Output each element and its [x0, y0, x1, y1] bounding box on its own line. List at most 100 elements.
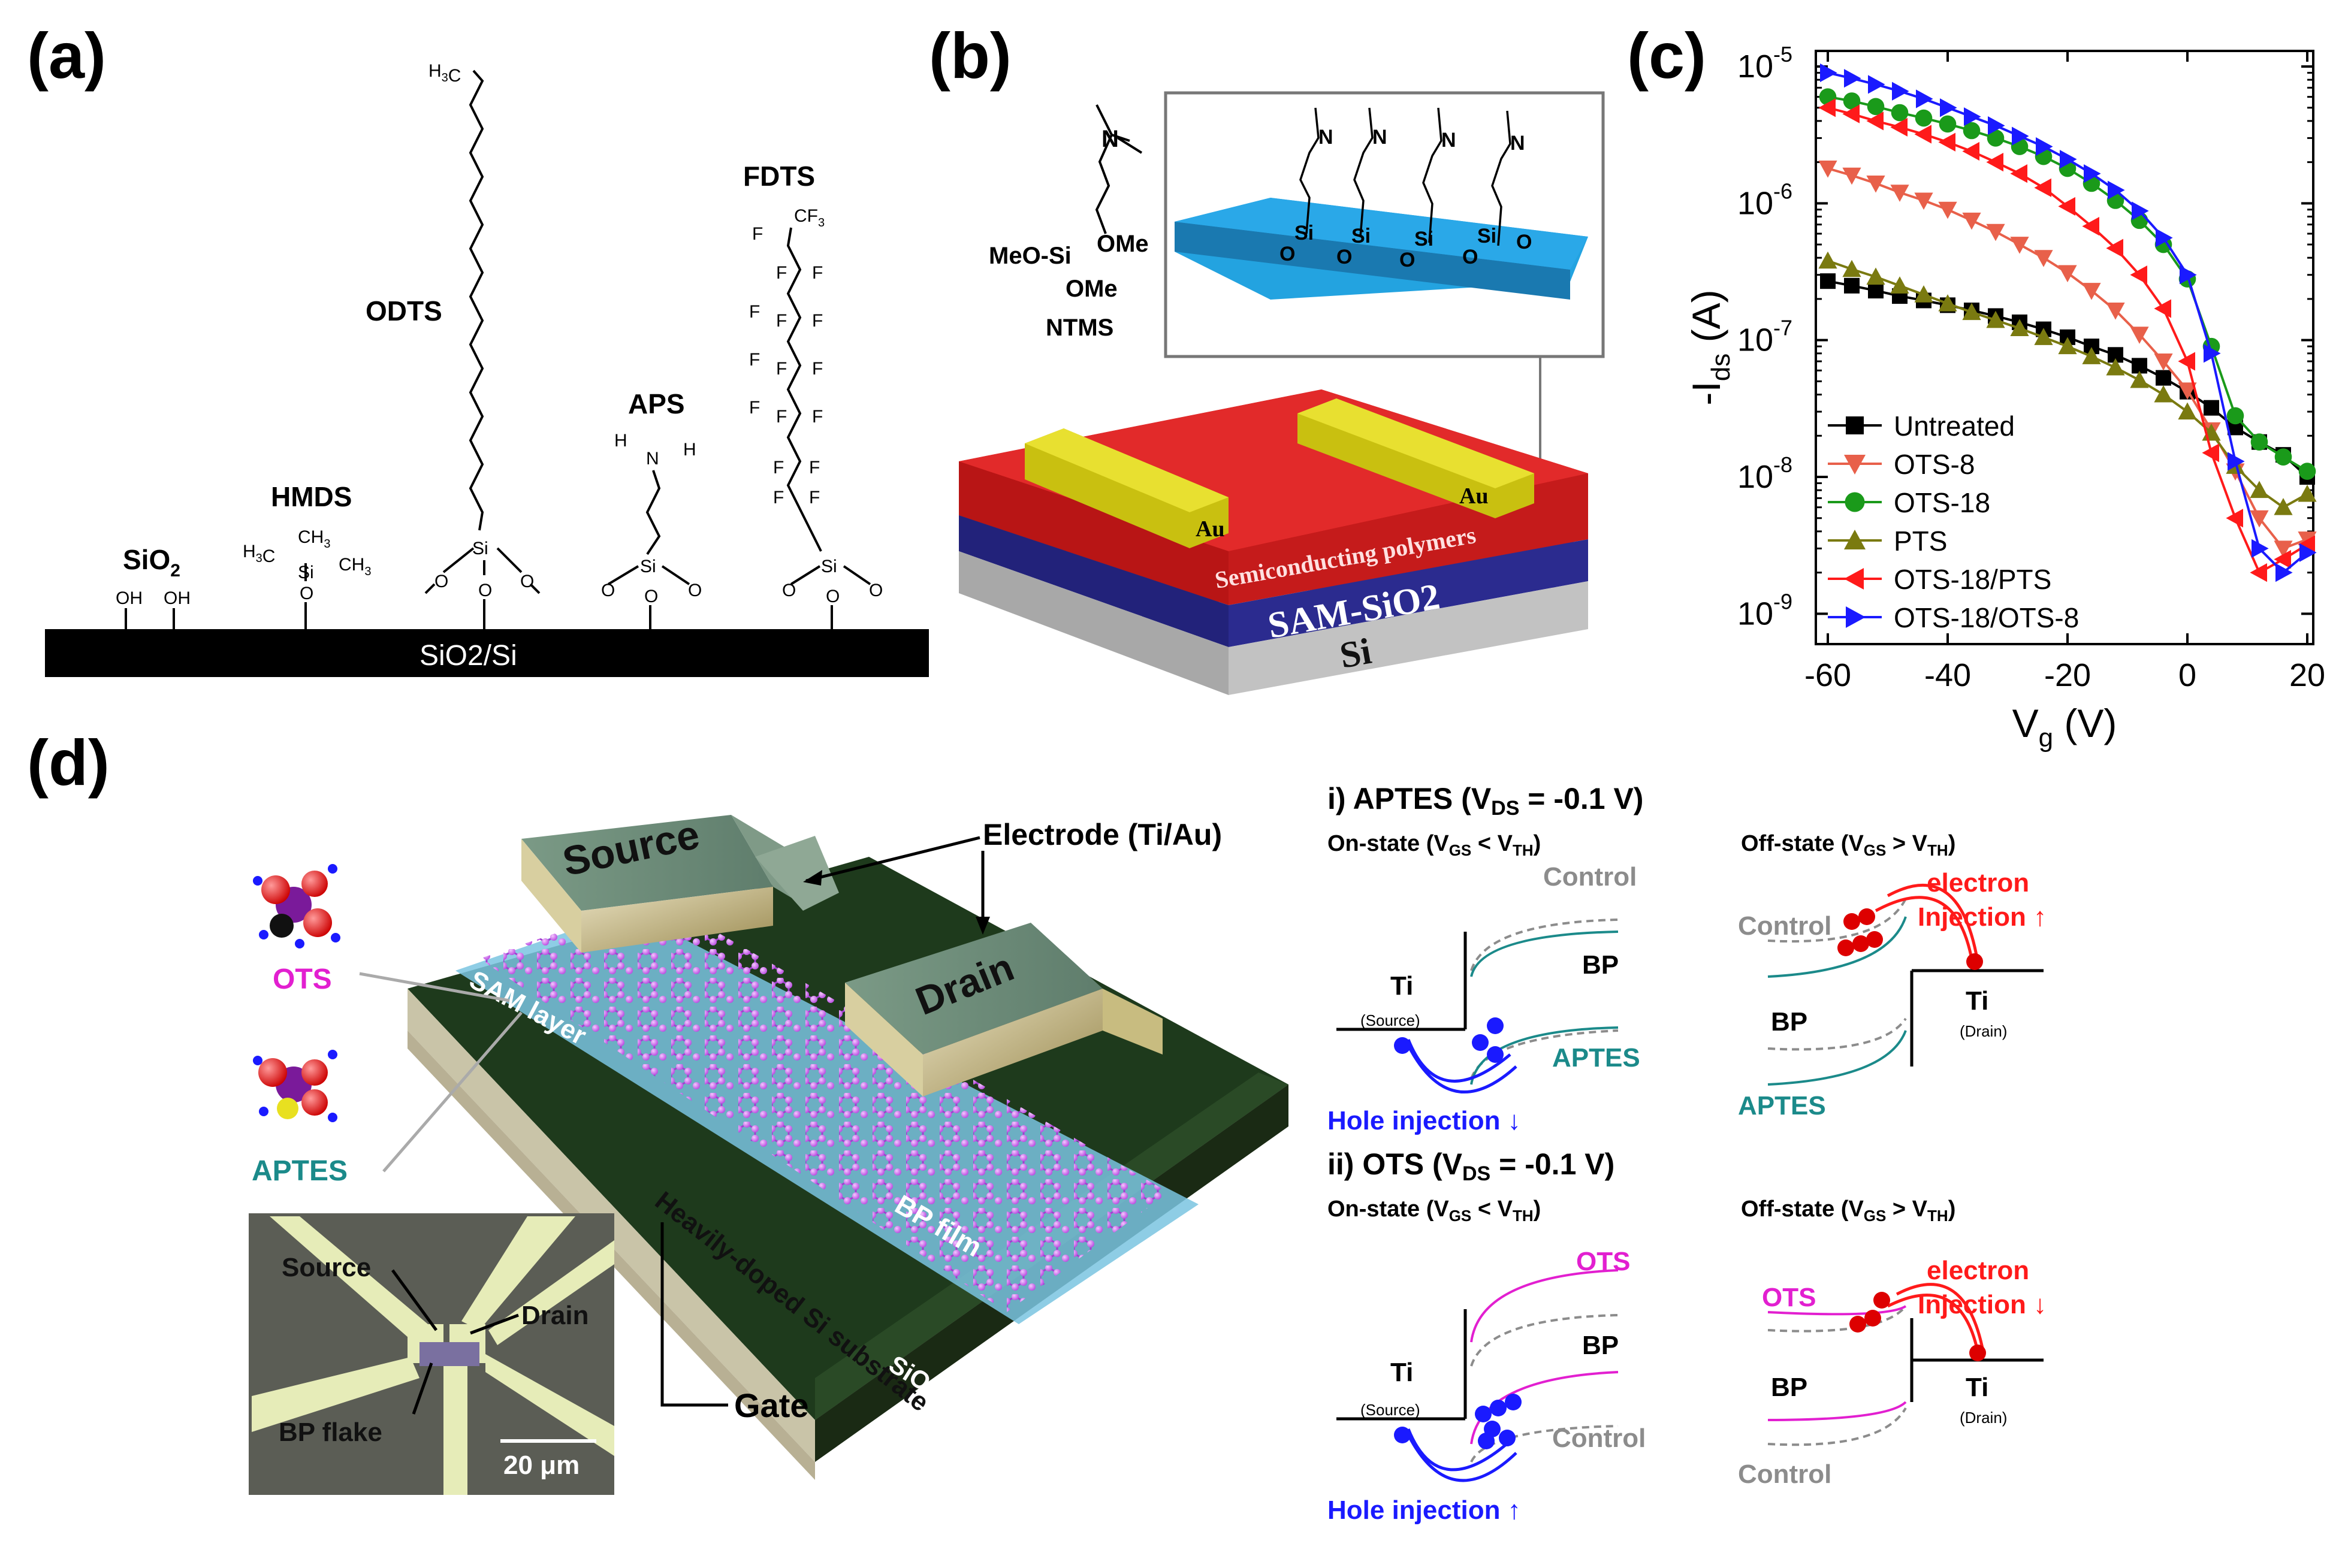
molecule-pointers	[359, 972, 523, 1173]
svg-text:Si: Si	[1414, 228, 1433, 250]
panel-b-label: (b)	[929, 19, 1012, 92]
bp-film	[479, 899, 1169, 1312]
svg-text:F: F	[812, 407, 823, 427]
data-point	[2154, 299, 2171, 318]
odts-o3: O	[520, 572, 534, 591]
svg-text:F: F	[749, 350, 760, 370]
data-point	[2250, 481, 2269, 499]
legend-label: Untreated	[1894, 410, 2015, 442]
band-i-on: On-state (VGS < VTH)	[1327, 831, 1541, 859]
data-point	[1844, 277, 1860, 294]
svg-text:F: F	[773, 488, 784, 507]
data-point	[2298, 484, 2317, 502]
data-point	[2130, 327, 2149, 344]
data-point	[2108, 180, 2125, 200]
data-point	[2202, 443, 2219, 463]
data-point	[1914, 192, 1933, 210]
fdts-bonds	[790, 565, 871, 629]
electrode-arrows	[805, 836, 985, 923]
svg-text:F: F	[776, 311, 787, 331]
data-point	[2106, 238, 2123, 258]
svg-text:OTS: OTS	[1576, 1247, 1630, 1276]
x-tick-label: -20	[2044, 657, 2091, 693]
data-point	[1914, 125, 1931, 144]
legend-label: OTS-8	[1894, 449, 1975, 480]
data-point	[1890, 185, 1909, 202]
data-point	[2226, 509, 2243, 528]
data-point	[2250, 510, 2269, 528]
svg-text:F: F	[812, 311, 823, 331]
data-point	[1938, 201, 1957, 219]
band-ii-title: ii) OTS (VDS = -0.1 V)	[1327, 1147, 1614, 1185]
data-point	[1939, 115, 1957, 133]
svg-text:Control: Control	[1543, 862, 1637, 892]
fdts-o2: O	[826, 587, 840, 606]
aps-o3: O	[688, 581, 702, 600]
oh-label-1: OH	[116, 588, 143, 608]
band-i-title: i) APTES (VDS = -0.1 V)	[1327, 782, 1643, 820]
aps-label: APS	[628, 388, 685, 419]
gate-line	[660, 1222, 728, 1407]
data-point	[2274, 549, 2291, 569]
data-point	[1964, 107, 1981, 126]
data-point	[1868, 75, 1885, 94]
svg-text:O: O	[1336, 246, 1352, 268]
x-tick-label: -40	[1924, 657, 1971, 693]
svg-text:BP: BP	[1582, 950, 1619, 980]
data-point	[1843, 92, 1861, 110]
svg-text:O: O	[1516, 231, 1532, 253]
data-point	[2130, 265, 2147, 285]
inset-si-labels: Si Si Si Si N N N N O O O O O	[1279, 126, 1532, 271]
svg-text:(Source): (Source)	[1360, 1011, 1420, 1029]
data-point	[2132, 201, 2149, 220]
legend-label: OTS-18/OTS-8	[1894, 602, 2079, 633]
data-point	[2058, 197, 2075, 216]
svg-text:F: F	[773, 458, 784, 478]
aps-o2: O	[644, 587, 658, 606]
data-point	[2082, 283, 2101, 300]
data-point	[1866, 175, 1885, 193]
hmds-h3c: H3C	[243, 542, 275, 566]
data-point	[1818, 251, 1837, 269]
legend-label: PTS	[1894, 525, 1947, 557]
x-tick-label: -60	[1804, 657, 1851, 693]
band-i-off: Off-state (VGS > VTH)	[1741, 831, 1955, 859]
x-tick-label: 20	[2289, 657, 2325, 693]
data-point	[1986, 223, 2005, 241]
data-point	[2034, 178, 2051, 197]
band-ii-on: On-state (VGS < VTH)	[1327, 1197, 1541, 1225]
data-point	[1842, 167, 1861, 185]
data-point	[2298, 535, 2315, 554]
data-point	[1916, 89, 1933, 108]
svg-text:F: F	[812, 359, 823, 379]
data-point	[2178, 402, 2197, 420]
y-tick-label: 10-6	[1737, 179, 1792, 221]
data-point	[2156, 370, 2171, 386]
panel-a-label: (a)	[27, 19, 106, 92]
si-label: Si	[1337, 631, 1375, 676]
y-tick-label: 10-9	[1737, 589, 1792, 632]
data-point	[2010, 164, 2027, 183]
data-point	[2274, 498, 2293, 515]
fdts-label: FDTS	[743, 161, 815, 192]
hmds-label: HMDS	[271, 481, 352, 512]
svg-text:BP: BP	[1582, 1331, 1619, 1360]
data-point	[2106, 303, 2125, 320]
odts-bonds	[424, 547, 541, 629]
data-point	[2036, 137, 2053, 156]
fdts-chain	[786, 227, 822, 552]
svg-text:Control: Control	[1552, 1424, 1646, 1453]
aps-bonds	[607, 565, 690, 629]
svg-text:N: N	[1441, 129, 1456, 152]
svg-text:O: O	[1399, 249, 1415, 271]
inset-slab-front	[1175, 222, 1570, 300]
data-point	[1866, 267, 1885, 285]
svg-text:Control: Control	[1738, 911, 1831, 941]
data-point	[1842, 104, 1860, 123]
svg-text:F: F	[752, 224, 763, 244]
aps-o1: O	[601, 581, 615, 600]
data-point	[2082, 347, 2101, 364]
svg-text:Injection ↓: Injection ↓	[1918, 1290, 2047, 1319]
data-point	[1938, 132, 1955, 152]
data-point	[1868, 283, 1884, 299]
